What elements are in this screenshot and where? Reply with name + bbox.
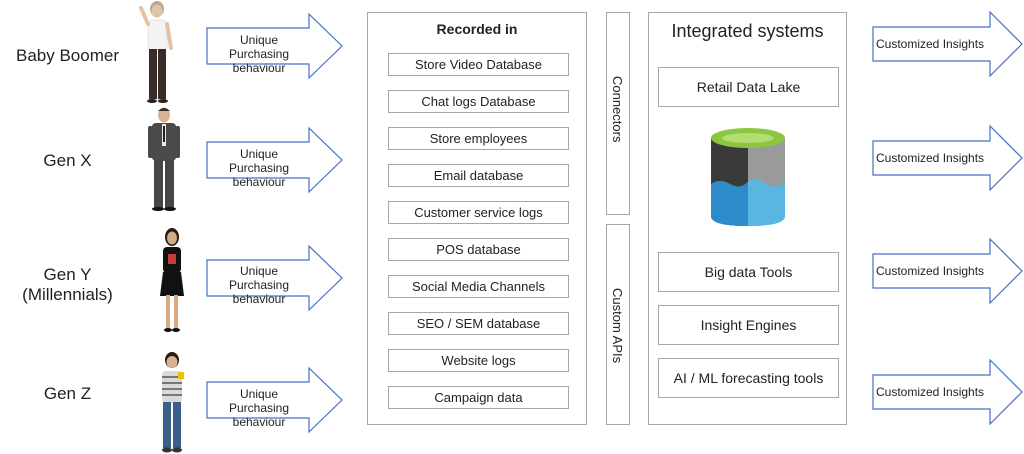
source-store-video-database: Store Video Database [388,53,569,76]
custom-apis-label: Custom APIs [610,288,625,364]
insight-arrow-3 [872,238,1023,304]
person-gen-x-figure [148,107,180,211]
insight-arrow-2 [872,125,1023,191]
database-cylinder-icon [711,128,785,226]
arrow-gen-y [206,244,343,312]
custom-apis-bar [606,224,630,425]
person-baby-boomer-figure [139,1,173,103]
source-campaign-data: Campaign data [388,386,569,409]
big-data-tools-box: Big data Tools [658,252,839,292]
insight-text-4: Customized Insights [876,385,985,399]
insight-engines-box: Insight Engines [658,305,839,345]
person-gen-y-figure [160,228,184,332]
arrow-text-gen-z: Unique Purchasing behaviour [228,387,290,429]
gen-label-gen-z: Gen Z [43,384,92,403]
source-pos-database: POS database [388,238,569,261]
insight-arrow-1 [872,11,1023,77]
insight-text-2: Customized Insights [876,151,985,165]
gen-label-gen-x: Gen X [43,151,92,170]
insight-text-3: Customized Insights [876,264,985,278]
arrow-text-gen-y: Unique Purchasing behaviour [228,264,290,306]
arrow-text-gen-x: Unique Purchasing behaviour [228,147,290,189]
gen-label-baby-boomer: Baby Boomer [16,46,119,65]
source-seo-sem-database: SEO / SEM database [388,312,569,335]
source-website-logs: Website logs [388,349,569,372]
insight-text-1: Customized Insights [876,37,985,51]
source-customer-service-logs: Customer service logs [388,201,569,224]
source-store-employees: Store employees [388,127,569,150]
connectors-bar [606,12,630,215]
recorded-in-title: Recorded in [436,21,518,37]
ai-ml-forecasting-tools-box: AI / ML forecasting tools [658,358,839,398]
person-gen-z-figure [162,352,184,453]
source-email-database: Email database [388,164,569,187]
gen-label-gen-y: Gen Y (Millennials) [22,265,113,304]
arrow-text-baby-boomer: Unique Purchasing behaviour [228,33,290,75]
arrow-gen-x [206,126,343,194]
insight-arrow-4 [872,359,1023,425]
retail-data-lake-box: Retail Data Lake [658,67,839,107]
connectors-label: Connectors [610,76,625,143]
arrow-gen-z [206,366,343,434]
source-chat-logs-database: Chat logs Database [388,90,569,113]
source-social-media-channels: Social Media Channels [388,275,569,298]
integrated-systems-title: Integrated systems [671,21,824,41]
arrow-baby-boomer [206,12,343,80]
